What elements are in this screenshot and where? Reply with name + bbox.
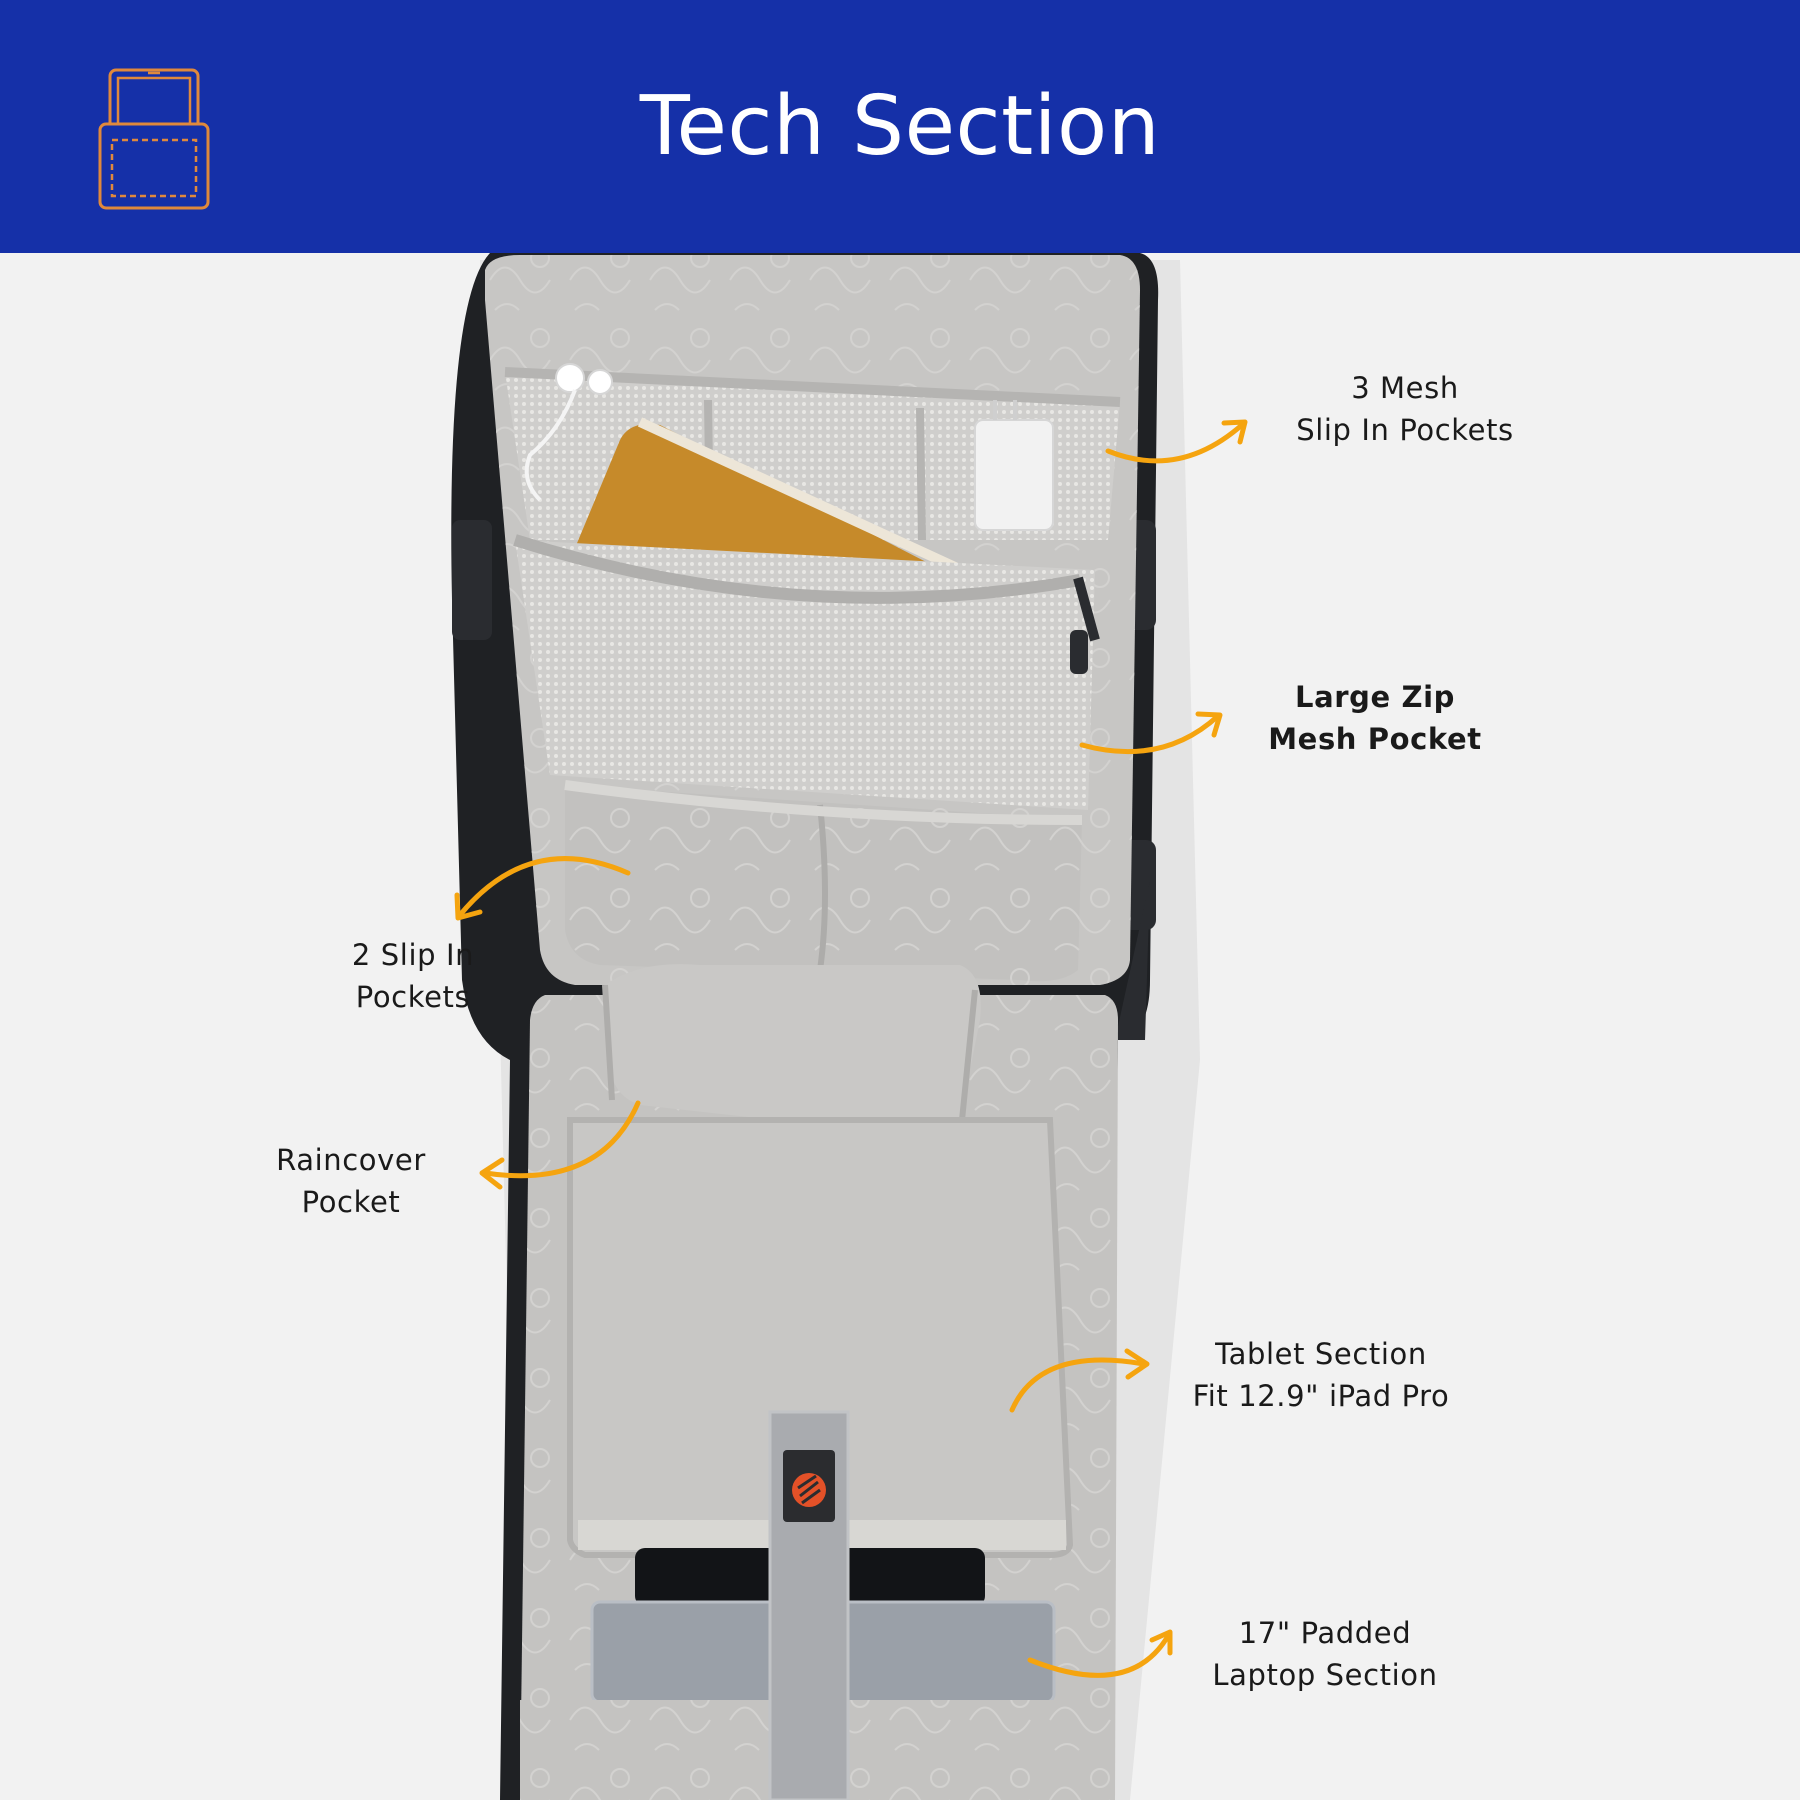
- callout-mesh-slip-pockets: 3 Mesh Slip In Pockets: [1296, 371, 1514, 447]
- backpack-tech-compartment-icon: [98, 68, 210, 210]
- callout-two-slip-in-pockets: 2 Slip In Pockets: [351, 938, 475, 1014]
- callout-laptop-section: 17" Padded Laptop Section: [1212, 1616, 1438, 1692]
- header-banner: Tech Section: [0, 0, 1800, 253]
- backpack-photo: [451, 253, 1200, 1800]
- callout-large-zip-mesh-pocket: Large Zip Mesh Pocket: [1268, 680, 1482, 756]
- callout-tablet-section: Tablet Section Fit 12.9" iPad Pro: [1192, 1337, 1450, 1413]
- callout-raincover-pocket: Raincover Pocket: [276, 1143, 426, 1219]
- page-title: Tech Section: [639, 79, 1161, 174]
